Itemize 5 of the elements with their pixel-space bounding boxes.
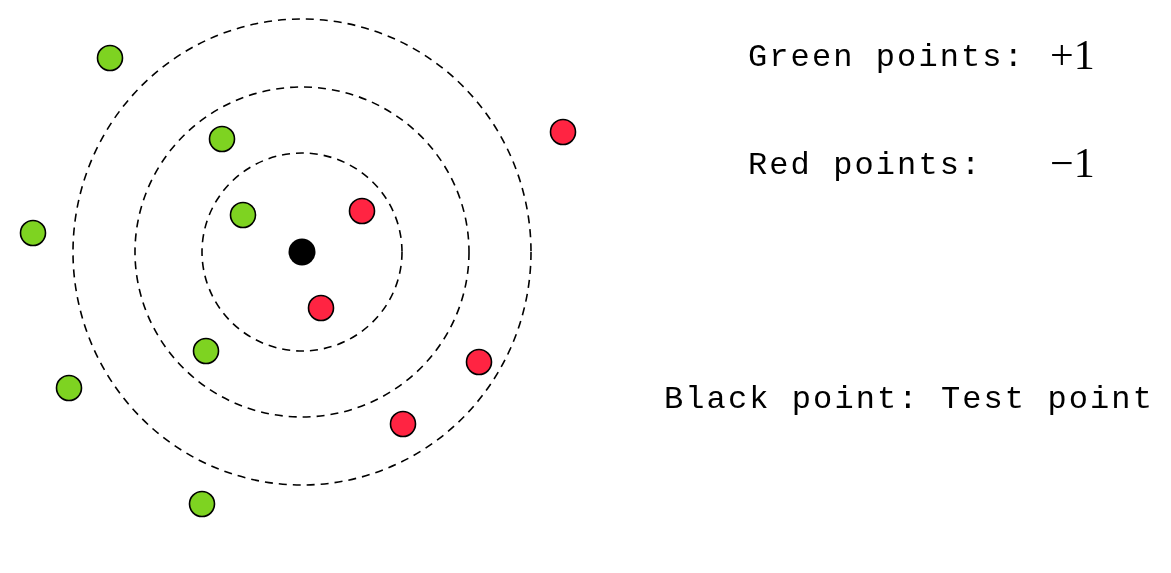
class-label: Green points: (748, 42, 1025, 74)
class-value: +1 (1050, 34, 1095, 76)
class-label: Red points: (748, 150, 983, 182)
class-value: −1 (1050, 142, 1095, 184)
note-text: Black point: Test point (664, 384, 1154, 416)
